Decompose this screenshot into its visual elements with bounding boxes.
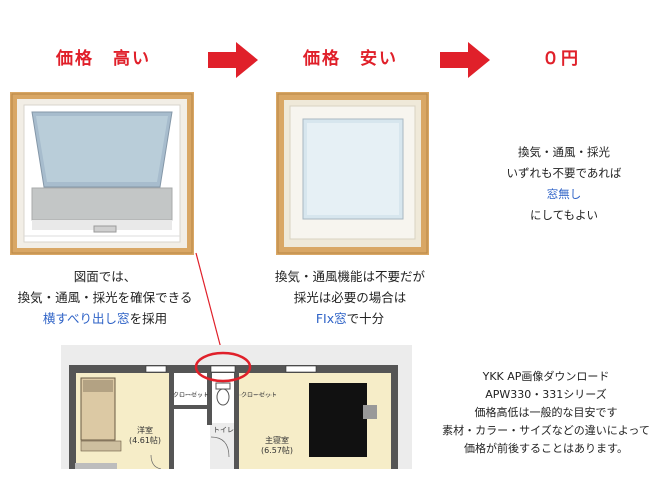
toilet-label: トイレ	[213, 426, 234, 434]
window-callout-ellipse	[194, 351, 252, 383]
awning-window-image	[10, 92, 194, 255]
note-line: 換気・通風・採光	[518, 145, 610, 159]
awning-highlight: 横すべり出し窓	[42, 311, 130, 326]
fix-highlight: FIx窓	[315, 311, 347, 326]
fix-caption: 換気・通風機能は不要だが 採光は必要の場合は FIx窓で十分	[250, 266, 450, 329]
source-note: YKK AP画像ダウンロード APW330・331シリーズ 価格高低は一般的な目…	[430, 368, 662, 458]
note-line: いずれも不要であれば	[506, 166, 622, 180]
arrow-right-icon	[208, 42, 258, 78]
room-main-label: 主寝室 (6.57帖)	[261, 436, 293, 456]
closet2-label: クローゼット	[241, 392, 278, 399]
caption-line: 採光は必要の場合は	[293, 290, 407, 305]
room-name: 洋室	[137, 426, 154, 435]
caption-line: 換気・通風・採光を確保できる	[17, 290, 193, 305]
caption-line: 横すべり出し窓を採用	[5, 308, 205, 329]
no-window-highlight: 窓無し	[546, 187, 582, 201]
caption-line: FIx窓で十分	[250, 308, 450, 329]
source-line: YKK AP画像ダウンロード	[482, 370, 610, 383]
price-low-label: 価格 安い	[303, 49, 398, 69]
floor-plan: 洋室 (4.61帖) クローゼット トイレ クローゼット 主寝室 (6.57帖)	[61, 345, 412, 469]
no-window-note: 換気・通風・採光 いずれも不要であれば 窓無し にしてもよい	[494, 142, 634, 226]
caption-text: を採用	[129, 311, 168, 326]
floor-plan-drawing	[61, 345, 412, 469]
awning-caption: 図面では、 換気・通風・採光を確保できる 横すべり出し窓を採用	[5, 266, 205, 329]
room-name: 主寝室	[265, 436, 290, 445]
room-size: (4.61帖)	[129, 436, 162, 445]
source-line: 価格が前後することはあります。	[464, 442, 628, 455]
room-size: (6.57帖)	[261, 446, 294, 455]
caption-text: で十分	[346, 311, 385, 326]
room-western-label: 洋室 (4.61帖)	[129, 426, 161, 446]
note-line: にしてもよい	[529, 208, 599, 222]
source-line: 価格高低は一般的な目安です	[474, 406, 618, 419]
source-line: APW330・331シリーズ	[485, 388, 607, 401]
arrow-right-icon	[440, 42, 490, 78]
price-high-label: 価格 高い	[56, 49, 151, 69]
price-zero-label: ０円	[542, 49, 580, 69]
caption-line: 図面では、	[73, 269, 137, 284]
caption-line: 換気・通風機能は不要だが	[274, 269, 425, 284]
source-line: 素材・カラー・サイズなどの違いによって	[442, 424, 650, 437]
closet-label: クローゼット	[173, 392, 210, 399]
fix-window-image	[276, 92, 429, 255]
